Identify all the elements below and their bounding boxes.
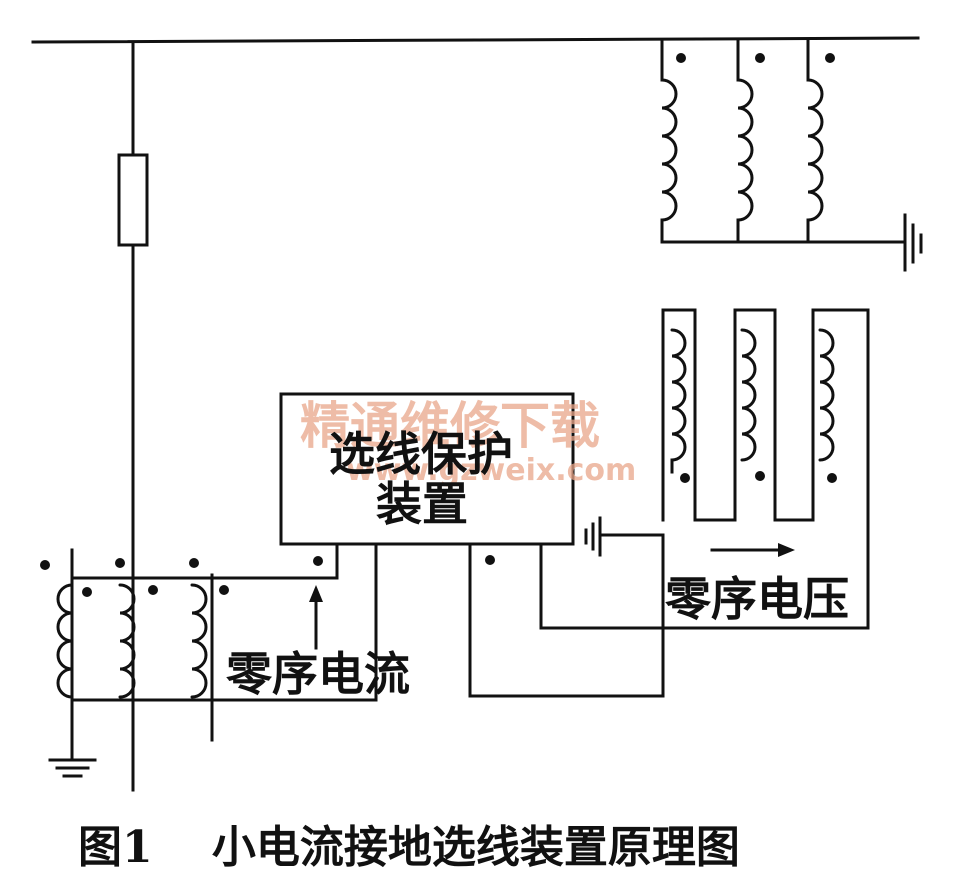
zero-seq-ct-group [40,542,378,762]
pt-primary-windings [660,38,907,244]
ground-symbol-device [584,516,665,557]
figure-caption: 图1 小电流接地选线装置原理图 [78,822,740,873]
polarity-dot [189,558,199,568]
device-label-line1: 选线保护 [329,427,513,481]
watermark-url: www.gzweix.com [346,453,636,488]
current-arrow-icon [309,585,323,650]
polarity-dot [827,473,837,483]
ground-symbol-pt [903,213,923,272]
ground-symbol-ct [48,758,97,778]
polarity-dot [485,555,495,565]
polarity-dot [115,558,125,568]
fuse-icon [117,153,149,247]
voltage-arrow-icon [710,543,795,557]
polarity-dot [219,585,229,595]
watermark-title: 精通维修下载 [300,397,600,455]
device-label-line2: 装置 [376,477,468,531]
polarity-dot [680,473,690,483]
polarity-dot [825,53,835,63]
polarity-dot [148,585,158,595]
polarity-dot [82,587,92,597]
device-output-wire [468,533,665,698]
polarity-dot [40,560,50,570]
polarity-dot [313,556,323,566]
polarity-dot [755,53,765,63]
protection-device-box [279,392,575,546]
polarity-dot [676,53,686,63]
pt-open-delta-secondary [539,308,870,630]
zero-seq-voltage-label: 零序电压 [665,572,849,626]
zero-seq-current-label: 零序电流 [226,647,410,701]
polarity-dot [755,471,765,481]
bus-line [31,36,920,44]
